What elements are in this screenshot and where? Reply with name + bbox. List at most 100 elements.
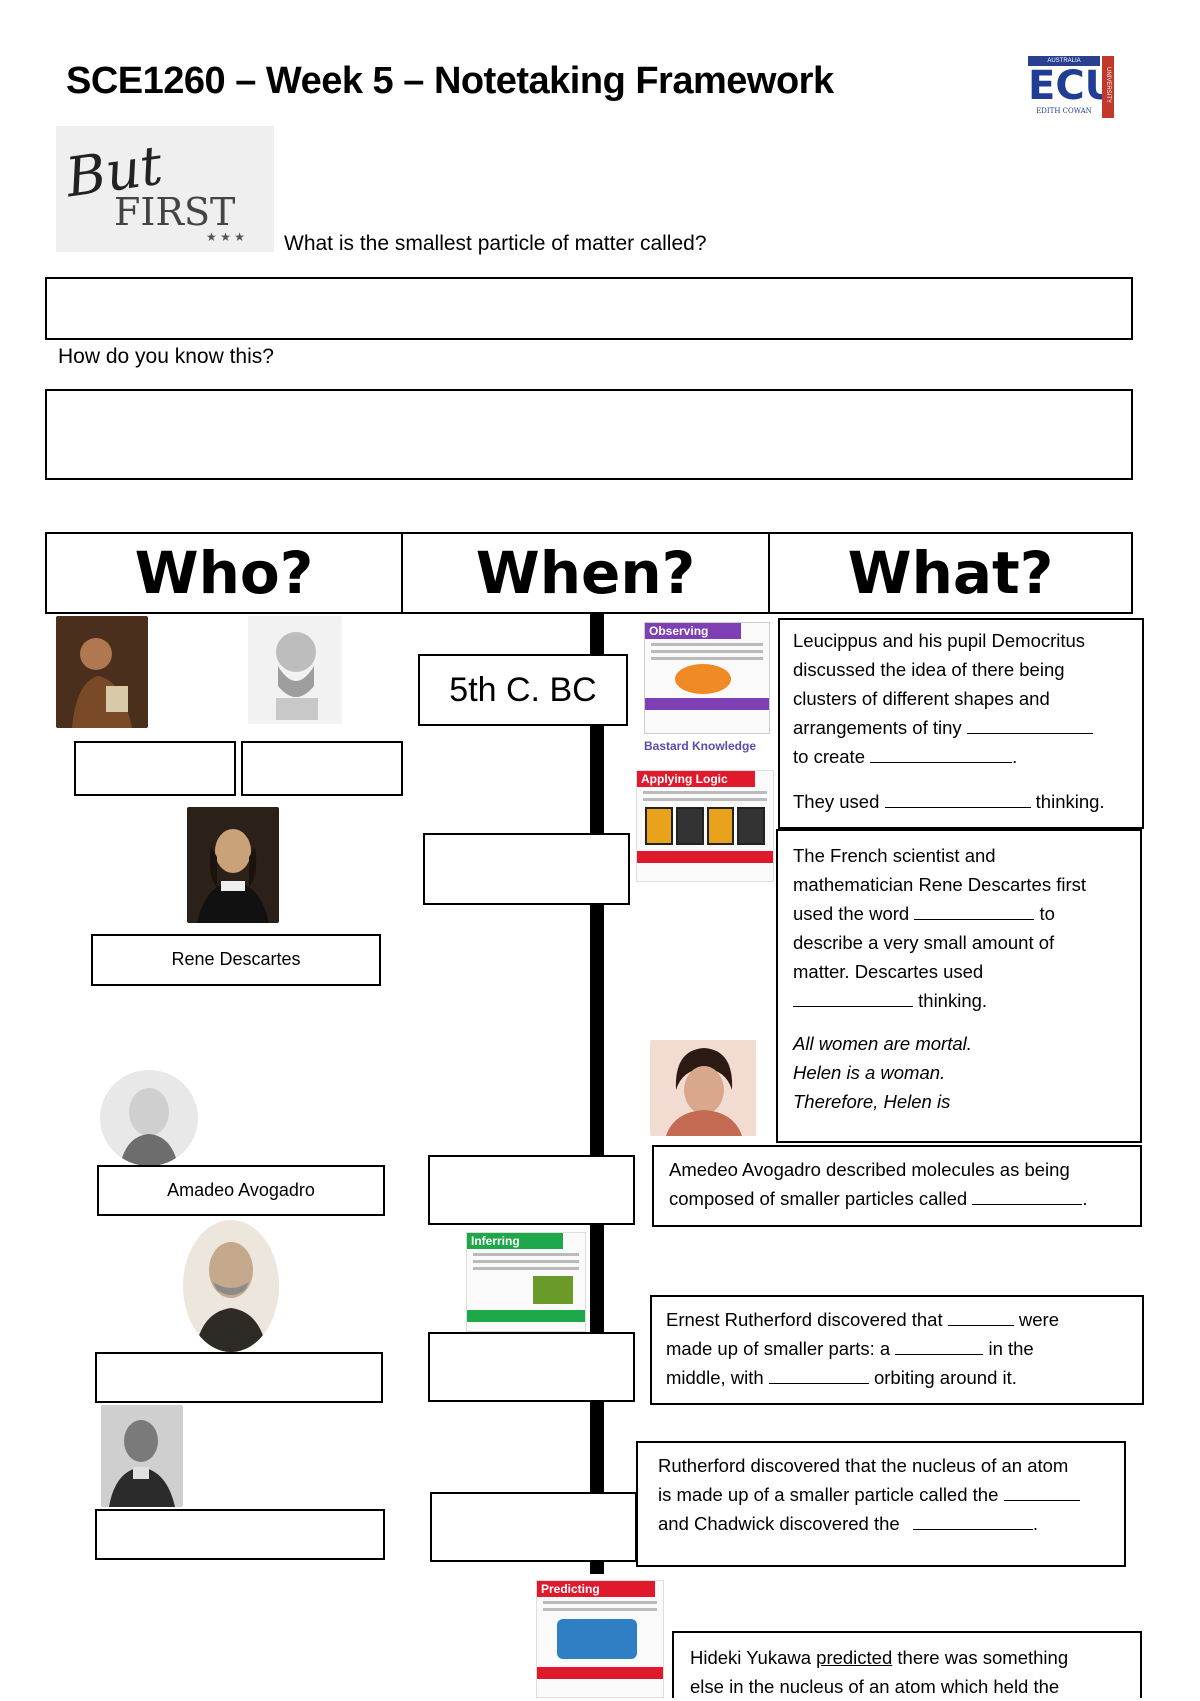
skill-line — [473, 1253, 579, 1256]
what-text: Amedeo Avogadro described molecules as b… — [669, 1159, 1070, 1180]
what-text: . — [1032, 1513, 1038, 1534]
what-text: arrangements of tiny — [793, 717, 962, 738]
logo-side-bar: UNIVERSITY — [1102, 56, 1114, 118]
skill-line — [651, 650, 763, 653]
what-text: to — [1039, 903, 1055, 924]
what-text: . — [1082, 1188, 1088, 1209]
column-header-what: What? — [768, 532, 1133, 614]
what-text: is made up of a smaller particle called … — [658, 1484, 999, 1505]
but-first-image: But FIRST ★ ★ ★ — [56, 126, 274, 252]
skill-line — [473, 1260, 579, 1263]
name-box-leucippus[interactable] — [74, 741, 236, 796]
fill-blank[interactable] — [966, 733, 1093, 734]
skill-line — [643, 791, 767, 794]
portrait-avogadro — [100, 1070, 198, 1166]
what-text: to create — [793, 746, 865, 767]
skill-card-predicting: Predicting — [536, 1580, 664, 1698]
but-first-word: FIRST — [114, 190, 236, 234]
what-text: and Chadwick discovered the — [658, 1513, 900, 1534]
fill-blank[interactable] — [947, 1325, 1014, 1326]
skill-line — [651, 657, 763, 660]
what-text: there was something — [897, 1647, 1069, 1668]
name-box-avogadro: Amadeo Avogadro — [97, 1165, 385, 1216]
what-text: thinking. — [1035, 791, 1105, 812]
logic-icon — [706, 807, 735, 845]
when-label-5th-century: 5th C. BC — [449, 671, 597, 709]
what-text: used the word — [793, 903, 910, 924]
skill-card-inferring: Inferring — [466, 1232, 586, 1332]
skill-footer — [467, 1310, 585, 1322]
applying-logic-illustration — [645, 807, 765, 845]
portrait-chadwick — [101, 1405, 183, 1507]
skill-line — [473, 1267, 579, 1270]
what-text-underlined: predicted — [816, 1647, 893, 1668]
skill-line — [543, 1601, 657, 1604]
column-header-who: Who? — [45, 532, 403, 614]
what-text: composed of smaller particles called — [669, 1188, 968, 1209]
fill-blank[interactable] — [870, 762, 1013, 763]
skill-label-bastard-knowledge: Bastard Knowledge — [644, 739, 757, 753]
answer-box-2[interactable] — [45, 389, 1133, 480]
what-text: were — [1018, 1309, 1060, 1330]
fill-blank[interactable] — [895, 1354, 984, 1355]
what-text: mathematician Rene Descartes first — [793, 874, 1087, 895]
when-box-descartes[interactable] — [423, 833, 630, 905]
photo-helen — [650, 1040, 756, 1136]
fill-blank[interactable] — [972, 1204, 1083, 1205]
what-box-descartes: The French scientist and mathematician R… — [776, 829, 1142, 1143]
logic-icon — [645, 807, 673, 845]
what-text: describe a very small amount of — [793, 932, 1055, 953]
fill-blank[interactable] — [912, 1529, 1033, 1530]
logo-sub-text: EDITH COWAN — [1036, 107, 1092, 115]
portrait-leucippus — [56, 616, 148, 728]
answer-box-1[interactable] — [45, 277, 1133, 340]
what-text: orbiting around it. — [873, 1367, 1017, 1388]
what-text: matter. Descartes used — [793, 961, 984, 982]
predicting-illustration — [557, 1619, 637, 1659]
logic-icon — [737, 807, 765, 845]
name-box-chadwick[interactable] — [95, 1509, 385, 1560]
what-text: They used — [793, 791, 880, 812]
what-text: clusters of different shapes and — [793, 688, 1050, 709]
inferring-illustration — [533, 1276, 573, 1304]
what-box-avogadro: Amedeo Avogadro described molecules as b… — [652, 1145, 1142, 1227]
what-box-leucippus: Leucippus and his pupil Democritus discu… — [778, 618, 1144, 829]
portrait-democritus — [248, 616, 342, 724]
what-box-yukawa: Hideki Yukawa predicted there was someth… — [672, 1631, 1142, 1698]
skill-footer — [537, 1667, 663, 1679]
syllogism-line: Therefore, Helen is — [793, 1091, 951, 1112]
syllogism-line: All women are mortal. — [793, 1033, 972, 1054]
name-box-democritus[interactable] — [241, 741, 403, 796]
skill-line — [643, 798, 767, 801]
what-text: else in the nucleus of an atom which hel… — [690, 1676, 1060, 1697]
skill-line — [651, 643, 763, 646]
logic-icon — [675, 807, 704, 845]
syllogism-line: Helen is a woman. — [793, 1062, 946, 1083]
when-box-chadwick[interactable] — [430, 1492, 637, 1562]
what-text: thinking. — [918, 990, 988, 1011]
what-text: discussed the idea of there being — [793, 659, 1065, 680]
what-text: Ernest Rutherford discovered that — [666, 1309, 943, 1330]
skill-title-observing: Observing — [645, 623, 741, 639]
what-text: Leucippus and his pupil Democritus — [793, 630, 1086, 651]
fill-blank[interactable] — [914, 919, 1035, 920]
fill-blank[interactable] — [793, 1006, 913, 1007]
name-box-rutherford[interactable] — [95, 1352, 383, 1403]
what-text: Rutherford discovered that the nucleus o… — [658, 1455, 1069, 1476]
when-box-avogadro[interactable] — [428, 1155, 635, 1225]
fill-blank[interactable] — [884, 807, 1031, 808]
fill-blank[interactable] — [768, 1383, 869, 1384]
when-box-rutherford[interactable] — [428, 1332, 635, 1402]
what-box-rutherford: Ernest Rutherford discovered that were m… — [650, 1295, 1144, 1405]
fill-blank[interactable] — [1003, 1500, 1080, 1501]
skill-line — [543, 1608, 657, 1611]
skill-title-applying-logic: Applying Logic — [637, 771, 755, 787]
portrait-descartes — [187, 807, 279, 923]
page-title: SCE1260 – Week 5 – Notetaking Framework — [66, 60, 834, 102]
what-text: . — [1012, 746, 1018, 767]
column-header-when: When? — [401, 532, 770, 614]
skill-title-predicting: Predicting — [537, 1581, 655, 1597]
logo-main-text: ECU — [1028, 63, 1118, 109]
what-text: in the — [988, 1338, 1034, 1359]
what-text: The French scientist and — [793, 845, 996, 866]
